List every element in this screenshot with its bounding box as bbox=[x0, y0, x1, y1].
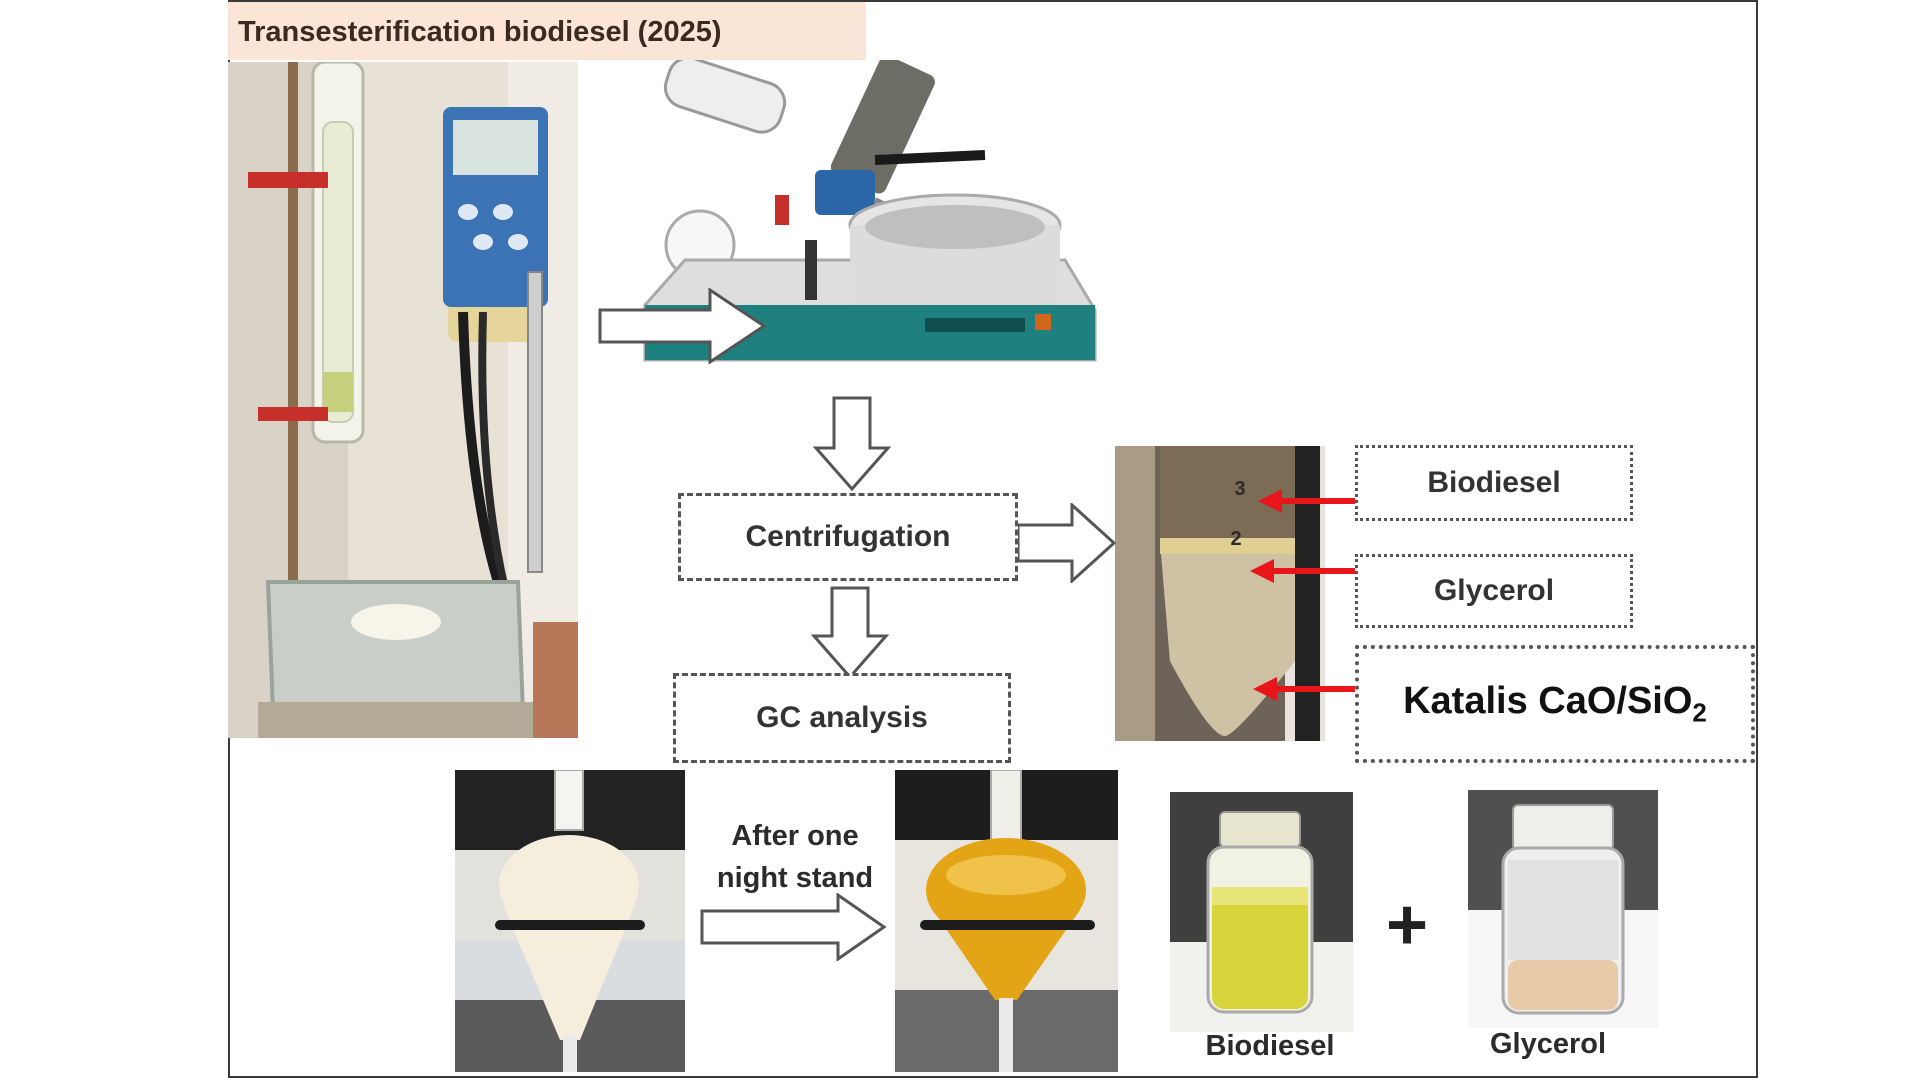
biodiesel-layer-label: Biodiesel bbox=[1427, 466, 1561, 499]
catalyst-label-base: Katalis CaO/SiO bbox=[1403, 679, 1693, 722]
funnel-after-photo bbox=[895, 770, 1118, 1072]
figure-title: Transesterification biodiesel (2025) bbox=[228, 2, 866, 60]
red-pointer-arrow-icon bbox=[1258, 489, 1358, 513]
gc-analysis-box: GC analysis bbox=[673, 673, 1011, 763]
catalyst-box: Katalis CaO/SiO2 bbox=[1355, 645, 1755, 763]
block-arrow-down-icon bbox=[810, 586, 890, 680]
block-arrow-right-icon bbox=[598, 288, 767, 364]
glycerol-vial-photo bbox=[1468, 790, 1658, 1028]
catalyst-label-subscript: 2 bbox=[1692, 697, 1707, 728]
overnight-step-line-2: night stand bbox=[716, 862, 874, 894]
block-arrow-right-icon bbox=[1016, 503, 1117, 583]
catalyst-label: Katalis CaO/SiO2 bbox=[1403, 680, 1707, 729]
red-pointer-arrow-icon bbox=[1250, 559, 1358, 583]
block-arrow-right-icon bbox=[700, 893, 887, 961]
biodiesel-layer-box: Biodiesel bbox=[1355, 445, 1633, 521]
biodiesel-product-label: Biodiesel bbox=[1205, 1030, 1335, 1062]
glycerol-product-label: Glycerol bbox=[1489, 1028, 1607, 1060]
plus-sign-icon: + bbox=[1385, 885, 1429, 965]
centrifugation-box: Centrifugation bbox=[678, 493, 1018, 581]
red-pointer-arrow-icon bbox=[1253, 677, 1358, 701]
block-arrow-down-icon bbox=[812, 396, 892, 492]
gc-analysis-label: GC analysis bbox=[756, 701, 928, 734]
overnight-step-label: After one night stand bbox=[690, 815, 900, 899]
centrifuge-tube-photo bbox=[1115, 446, 1325, 741]
rotary-evaporator-photo bbox=[605, 60, 1105, 405]
centrifugation-label: Centrifugation bbox=[745, 520, 951, 553]
biodiesel-vial-photo bbox=[1170, 792, 1353, 1032]
tube-mark-2: 2 bbox=[1230, 528, 1242, 550]
glycerol-layer-label: Glycerol bbox=[1433, 574, 1555, 607]
tube-mark-3: 3 bbox=[1234, 478, 1246, 500]
glycerol-layer-box: Glycerol bbox=[1355, 554, 1633, 628]
reactor-setup-photo bbox=[228, 62, 578, 738]
funnel-before-photo bbox=[455, 770, 685, 1072]
overnight-step-line-1: After one bbox=[731, 820, 859, 852]
